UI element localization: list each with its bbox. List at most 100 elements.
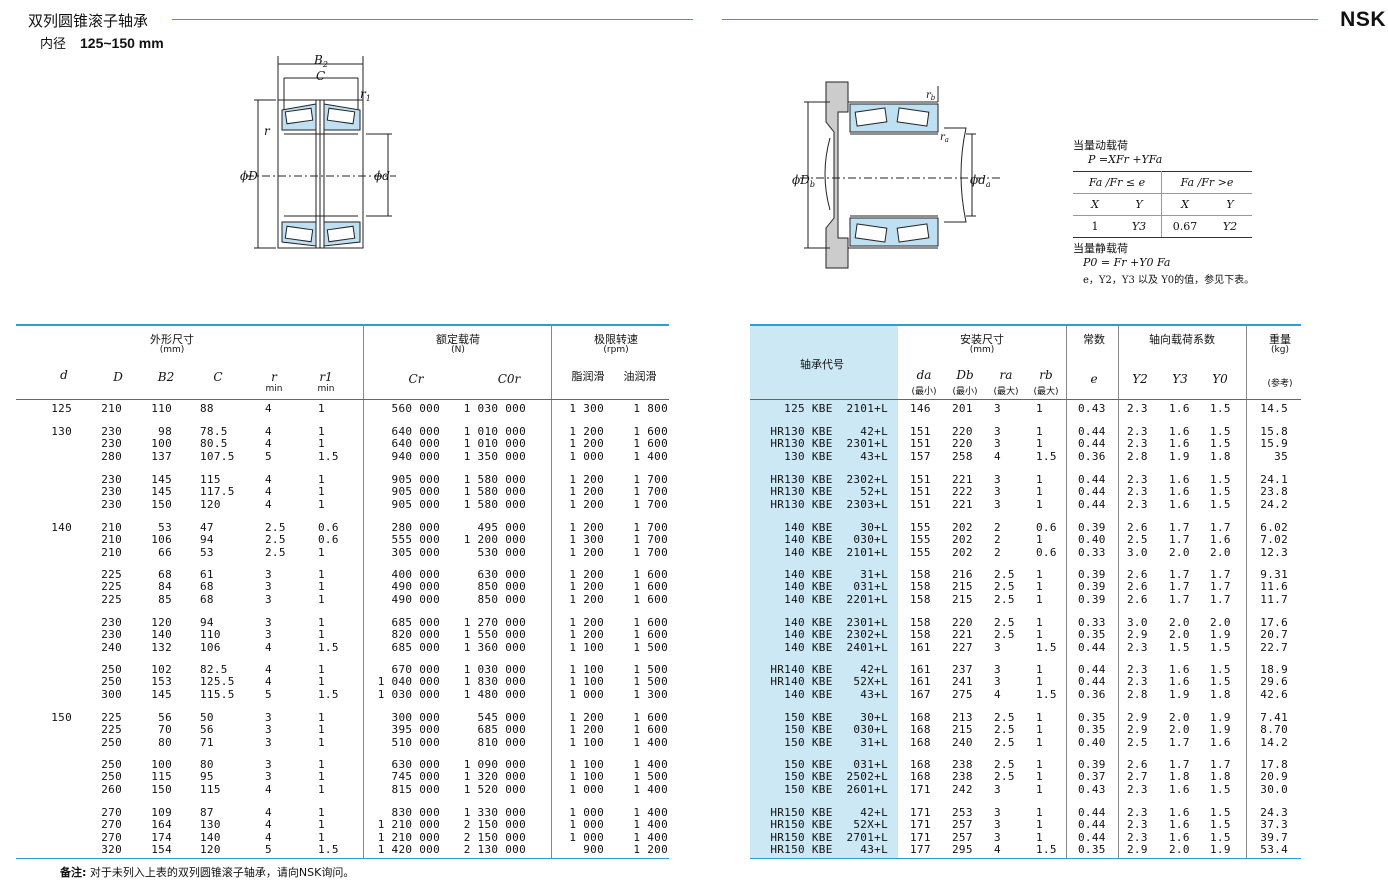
col-y1: Y	[1117, 193, 1162, 216]
left-table-C-cell: 88	[200, 402, 214, 415]
left-table-r-cell: 4 4 5	[265, 663, 272, 701]
hdr-ra-max: (最大)	[993, 387, 1019, 397]
left-table-o-cell: 1 600 1 600 1 600	[633, 568, 668, 606]
left-table-g-cell: 1 000 1 000 1 000 900	[569, 806, 604, 856]
left-table-C-cell: 78.5 80.5 107.5	[200, 425, 235, 463]
group-const: 常数	[1083, 333, 1105, 346]
left-table-o-cell: 1 400 1 400 1 400 1 200	[633, 806, 668, 856]
right-table-ra-cell: 2.5 2.5 2.5	[994, 568, 1015, 606]
right-table-e-cell: 0.33 0.35 0.44	[1078, 616, 1106, 654]
right-table-w-cell: 7.41 8.70 14.2	[1260, 711, 1288, 749]
right-table-e-cell: 0.35 0.35 0.40	[1078, 711, 1106, 749]
hdr-oil: 油润滑	[623, 370, 657, 383]
right-table-Y3-cell: 1.7 1.7 1.7	[1169, 568, 1190, 606]
left-table-o-cell: 1 500 1 500 1 300	[633, 663, 668, 701]
right-table-e-cell: 0.44 0.44 0.44 0.35	[1078, 806, 1106, 856]
left-table-B2-cell: 110	[151, 402, 172, 415]
left-divider-2	[551, 326, 552, 858]
bore-label: 内径	[40, 37, 67, 52]
left-table-d-cell: 125	[51, 402, 72, 415]
label-rb-sub: b	[931, 94, 936, 102]
right-table-code-cell: HR140 KBE 42+L HR140 KBE 52X+L 140 KBE 4…	[770, 663, 888, 701]
left-table-o-cell: 1 600 1 600 1 500	[633, 616, 668, 654]
left-table-r1-cell: 0.6 0.6 1	[318, 521, 339, 559]
left-table-C0r-cell: 1 030 000	[463, 402, 526, 415]
right-table-rb-cell: 1 1 1	[1036, 758, 1043, 796]
left-table-C0r-cell: 495 000 1 200 000 530 000	[463, 521, 526, 559]
left-table-D-cell: 250 250 300	[101, 663, 122, 701]
right-table-Y2-cell: 2.6 2.5 3.0	[1127, 521, 1148, 559]
left-table-r-cell: 3 3 4	[265, 758, 272, 796]
svg-text:B2: B2	[313, 53, 328, 69]
hdr-r: r	[271, 370, 277, 384]
right-table-rb-cell: 1 1 1.5	[1036, 616, 1057, 654]
left-table-D-cell: 225 225 225	[101, 568, 122, 606]
mounting-drawing: rb ra ϕDb ϕda	[792, 81, 1000, 269]
svg-text:ϕda: ϕda	[970, 173, 991, 189]
right-table-e-cell: 0.39 0.40 0.33	[1078, 521, 1106, 559]
right-table-ra-cell: 2.5 2.5 2.5	[994, 711, 1015, 749]
left-table-g-cell: 1 200 1 200 1 100	[569, 711, 604, 749]
group-dims: 外形尺寸	[150, 333, 194, 346]
right-table-ra-cell: 3 3 4	[994, 425, 1001, 463]
right-table-top-rule	[750, 324, 1301, 326]
left-table-g-cell: 1 100 1 100 1 000	[569, 758, 604, 796]
right-table-Y2-cell: 2.9 2.9 2.5	[1127, 711, 1148, 749]
left-table-r1-cell: 1 1 1 1.5	[318, 806, 339, 856]
right-table-e-cell: 0.44 0.44 0.36	[1078, 663, 1106, 701]
hdr-Y3: Y3	[1172, 372, 1188, 386]
left-table-r1-cell: 1	[318, 402, 325, 415]
hdr-Db: Db	[956, 368, 974, 382]
static-load-equation: P0 = Fr +Y0 Fa	[1083, 256, 1171, 269]
label-b2-sub: 2	[322, 60, 328, 69]
right-table-Db-cell: 221 222 221	[952, 473, 973, 511]
left-table-Cr-cell: 670 000 1 040 000 1 030 000	[377, 663, 440, 701]
static-load-title: 当量静载荷	[1073, 242, 1128, 255]
right-table-Db-cell: 216 215 215	[952, 568, 973, 606]
group-weight-unit: (kg)	[1271, 345, 1289, 355]
right-table-w-cell: 18.9 29.6 42.6	[1260, 663, 1288, 701]
hdr-Cr: Cr	[408, 372, 424, 386]
header-rule-right	[722, 19, 1318, 20]
left-table-D-cell: 210 210 210	[101, 521, 122, 559]
right-table-ra-cell: 2.5 2.5 3	[994, 616, 1015, 654]
condition-2: Fa /Fr >e	[1161, 171, 1252, 194]
hdr-code: 轴承代号	[800, 358, 844, 371]
val-x1: 1	[1073, 215, 1117, 238]
brand-logo: NSK	[1340, 8, 1386, 31]
right-table-w-cell: 17.8 20.9 30.0	[1260, 758, 1288, 796]
right-table-Db-cell: 213 215 240	[952, 711, 973, 749]
hdr-Y2: Y2	[1132, 372, 1148, 386]
left-table-g-cell: 1 200 1 200 1 200	[569, 473, 604, 511]
left-divider-1	[363, 326, 364, 858]
footnote: 备注: 对于未列入上表的双列圆锥滚子轴承，请向NSK询问。	[60, 864, 354, 880]
right-table-Y3-cell: 1.6 1.6 1.9	[1169, 425, 1190, 463]
right-table-Y2-cell: 2.3 2.3 2.8	[1127, 663, 1148, 701]
left-table-Cr-cell: 300 000 395 000 510 000	[391, 711, 440, 749]
left-table-r1-cell: 1 1 1	[318, 473, 325, 511]
right-table-Y0-cell: 1.5 1.5 1.8	[1210, 663, 1231, 701]
right-table-da-cell: 151 151 157	[910, 425, 931, 463]
left-table-r1-cell: 1 1 1.5	[318, 425, 339, 463]
left-table-r1-cell: 1 1 1	[318, 758, 325, 796]
group-axial: 轴向载荷系数	[1149, 333, 1215, 346]
hdr-C: C	[213, 370, 223, 384]
right-header-rule	[750, 399, 1301, 400]
left-table-C-cell: 94 110 106	[200, 616, 221, 654]
right-table-code-cell: 125 KBE 2101+L	[784, 402, 888, 415]
right-table-Y3-cell: 1.6 1.6 1.6	[1169, 473, 1190, 511]
hdr-Y0: Y0	[1212, 372, 1228, 386]
left-table-r1-cell: 1 1 1	[318, 711, 325, 749]
label-r: r	[264, 124, 271, 138]
left-table-D-cell: 230 230 240	[101, 616, 122, 654]
left-table-Cr-cell: 400 000 490 000 490 000	[391, 568, 440, 606]
left-table-r1-cell: 1 1 1	[318, 568, 325, 606]
hdr-ref: (参考)	[1267, 379, 1293, 389]
right-table-w-cell: 14.5	[1260, 402, 1288, 415]
right-table-Y2-cell: 2.6 2.6 2.6	[1127, 568, 1148, 606]
right-table-ra-cell: 3 3 4	[994, 663, 1001, 701]
label-phi-db-sub: b	[810, 180, 815, 189]
left-table-g-cell: 1 200 1 300 1 200	[569, 521, 604, 559]
right-table-ra-cell: 2 2 2	[994, 521, 1001, 559]
svg-text:rb: rb	[926, 90, 936, 102]
